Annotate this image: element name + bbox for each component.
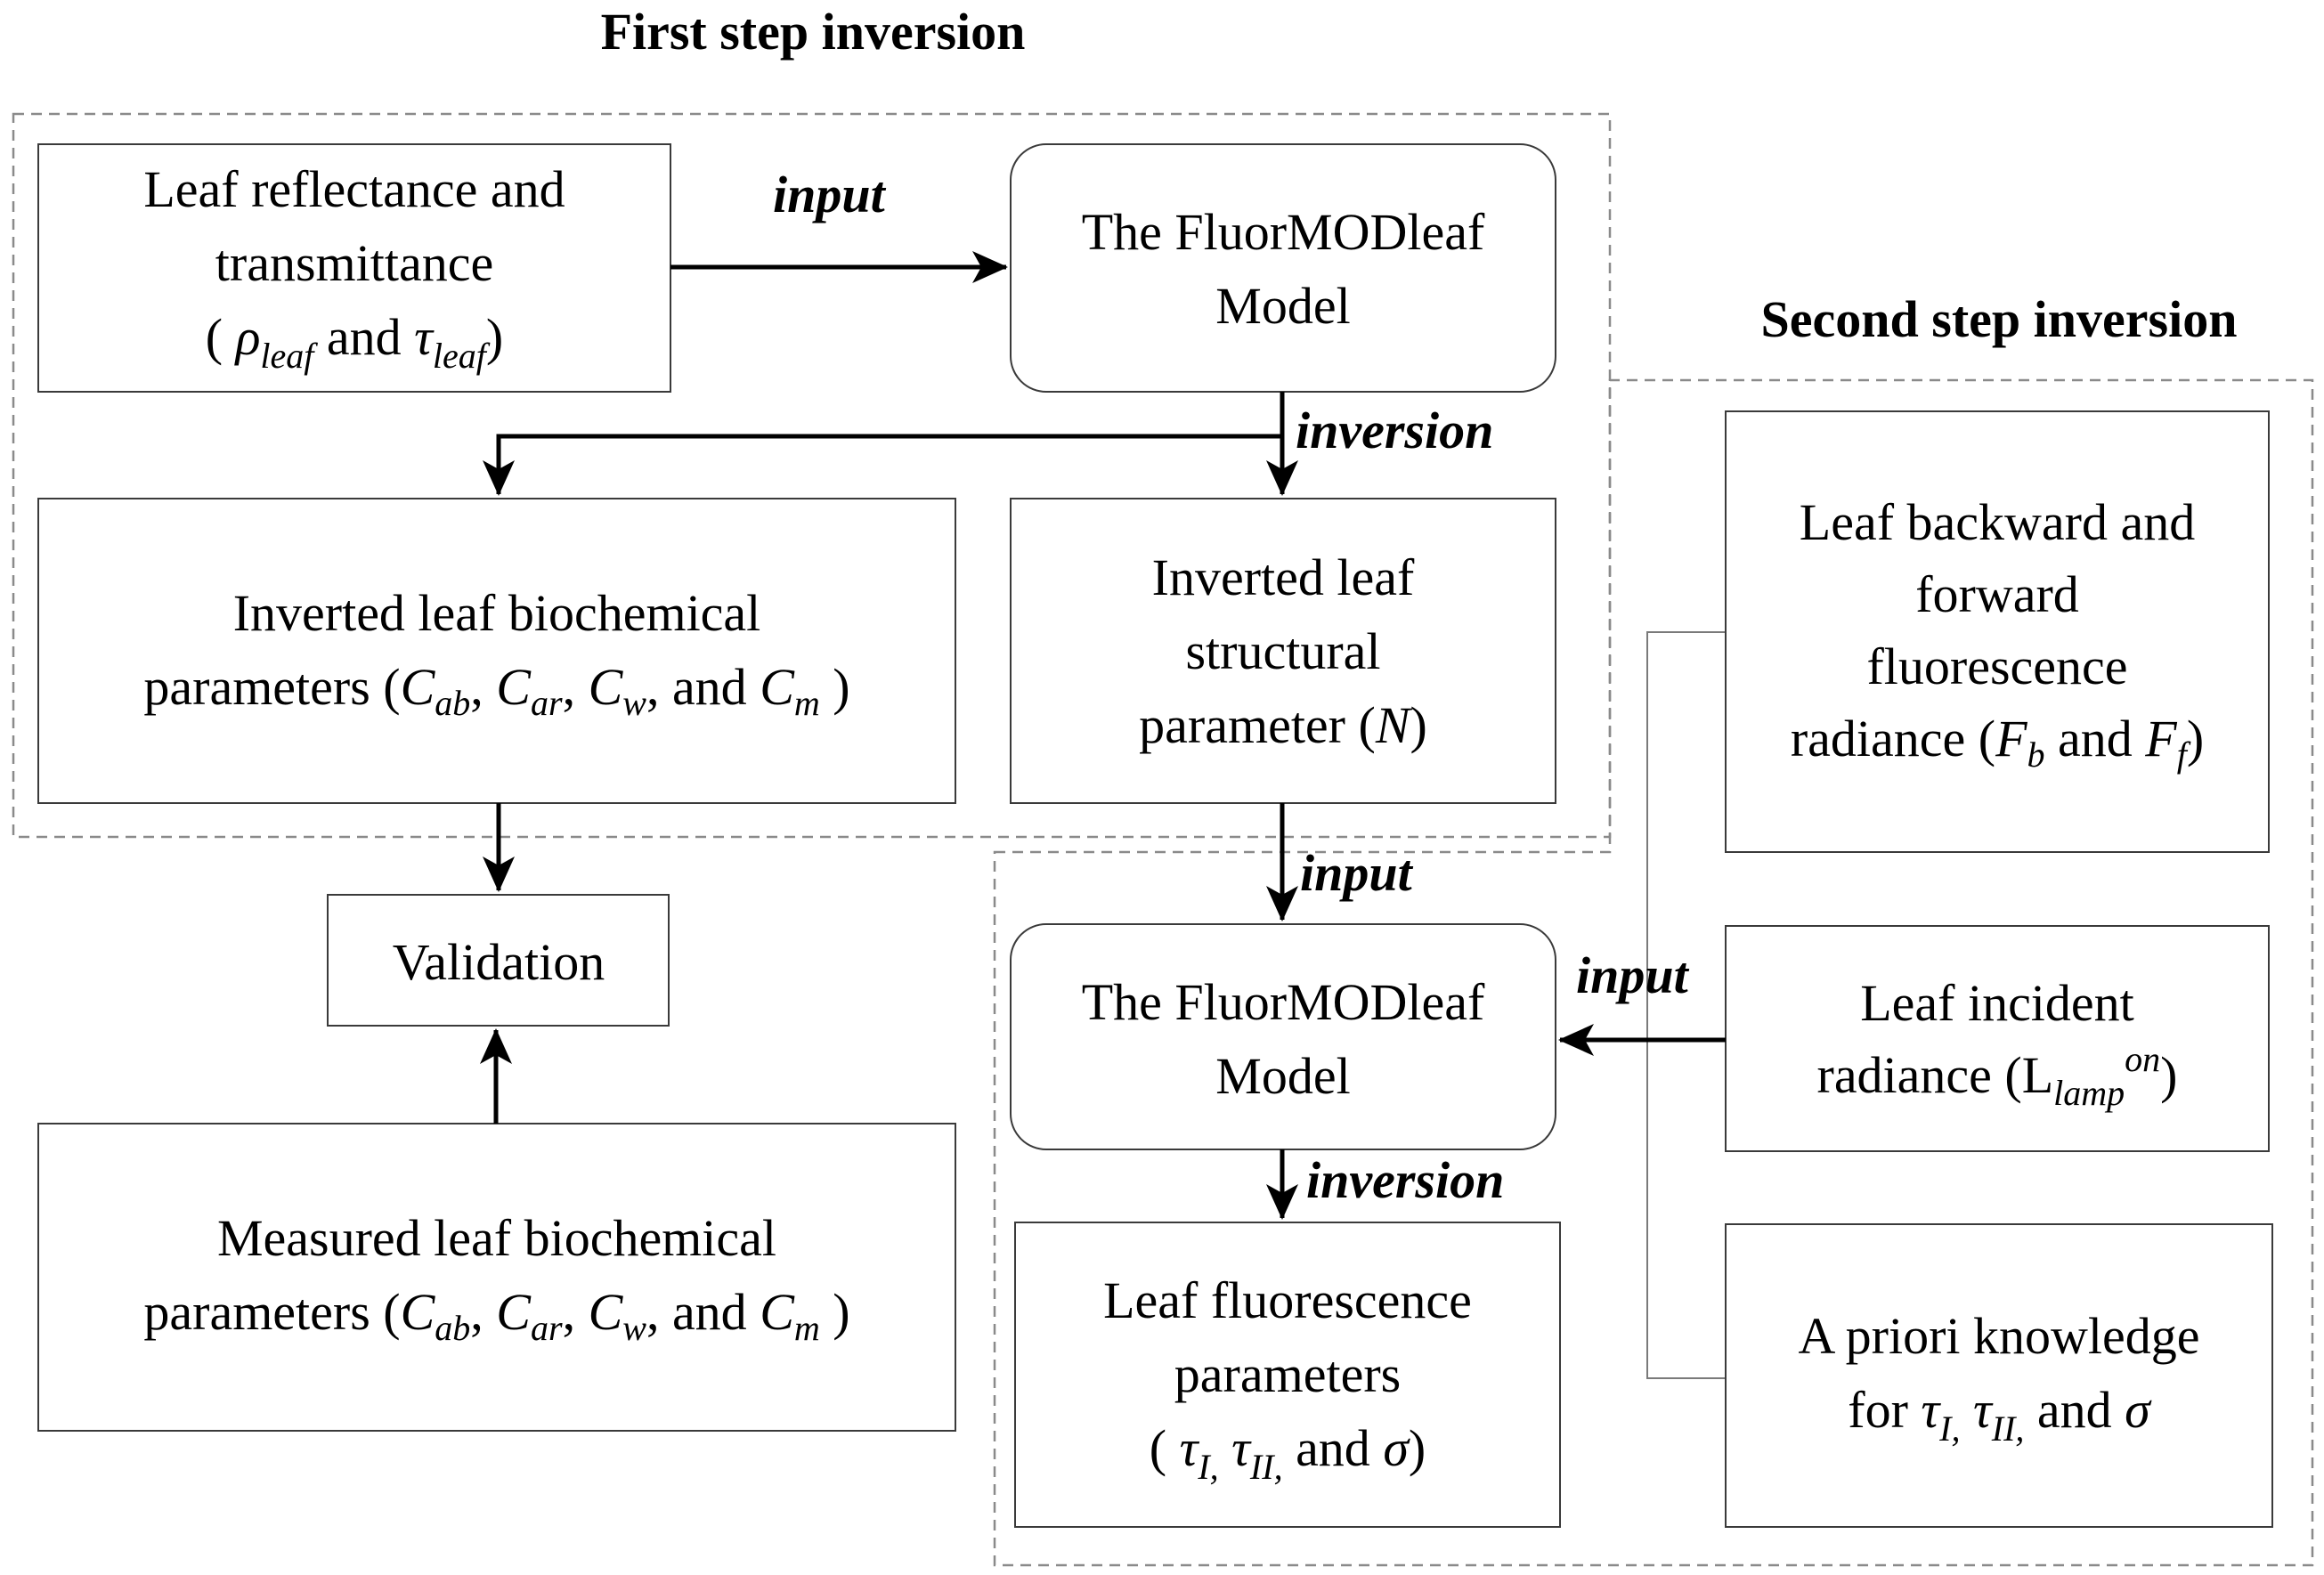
biochem-inverted-line1: Inverted leaf biochemical bbox=[233, 584, 761, 642]
model-bottom-line1: The FluorMODleaf bbox=[1082, 973, 1485, 1031]
incident-box bbox=[1725, 925, 2270, 1152]
validation-text: Validation bbox=[393, 933, 605, 991]
structural-line2: structural bbox=[1185, 622, 1380, 680]
fluor-params-line2: parameters bbox=[1174, 1345, 1401, 1403]
fluor-radiance-box bbox=[1725, 410, 2270, 853]
model-bottom-line2: Model bbox=[1215, 1047, 1350, 1105]
structural-line1: Inverted leaf bbox=[1152, 548, 1415, 606]
fluor-params-line1: Leaf fluorescence bbox=[1103, 1271, 1472, 1329]
structural-box bbox=[1010, 498, 1556, 804]
reflectance-and: and bbox=[327, 308, 402, 366]
tau-symbol: τ bbox=[414, 308, 435, 366]
fluor-radiance-line4: radiance (Fb and Ff) bbox=[1791, 710, 2204, 775]
structural-line3: parameter (N) bbox=[1139, 696, 1427, 754]
label-inversion-bottom: inversion bbox=[1306, 1151, 1504, 1209]
rho-symbol: ρ bbox=[234, 308, 261, 366]
biochem-measured-box bbox=[37, 1123, 956, 1432]
first-step-frame bbox=[12, 112, 1612, 839]
biochem-measured-line2: parameters (Cab, Car, Cw, and Cm ) bbox=[143, 1283, 849, 1348]
reflectance-line1: Leaf reflectance and bbox=[143, 160, 565, 218]
biochem-inverted-box bbox=[37, 498, 956, 804]
arrow-model-to-biochem bbox=[483, 434, 1282, 496]
fluor-params-line3: ( τI, τII, and σ) bbox=[1150, 1419, 1426, 1487]
reflectance-line3: ( ρleaf and τleaf) bbox=[206, 308, 503, 376]
second-step-title: Second step inversion bbox=[1761, 290, 2238, 348]
model-bottom-box bbox=[1010, 923, 1556, 1150]
label-input-middle: input bbox=[1300, 844, 1414, 902]
priori-line2: for τI, τII, and σ bbox=[1848, 1381, 2152, 1449]
label-inversion-top: inversion bbox=[1296, 402, 1493, 459]
fluor-params-box bbox=[1014, 1222, 1561, 1528]
label-input-top: input bbox=[773, 166, 887, 223]
incident-line2: radiance (Llampon) bbox=[1817, 1039, 2178, 1113]
priori-line1: A priori knowledge bbox=[1798, 1307, 2199, 1365]
incident-line1: Leaf incident bbox=[1860, 974, 2134, 1032]
label-input-side: input bbox=[1576, 946, 1690, 1004]
rho-subscript: leaf bbox=[260, 336, 318, 376]
model-top-line2: Model bbox=[1215, 277, 1350, 335]
biochem-inverted-line2: parameters (Cab, Car, Cw, and Cm ) bbox=[143, 658, 849, 723]
right-bracket-line bbox=[1646, 631, 1726, 1379]
reflectance-line2: transmittance bbox=[215, 234, 493, 292]
first-step-title: First step inversion bbox=[601, 3, 1026, 61]
biochem-measured-line1: Measured leaf biochemical bbox=[217, 1209, 776, 1267]
validation-box bbox=[327, 894, 670, 1027]
fluor-radiance-line3: fluorescence bbox=[1866, 637, 2127, 695]
fluor-radiance-line1: Leaf backward and bbox=[1800, 493, 2195, 551]
second-step-frame bbox=[993, 378, 2314, 1567]
priori-box bbox=[1725, 1223, 2273, 1528]
model-top-box bbox=[1010, 143, 1556, 393]
model-top-line1: The FluorMODleaf bbox=[1082, 203, 1485, 261]
tau-subscript: leaf bbox=[433, 336, 491, 376]
fluor-radiance-line2: forward bbox=[1915, 565, 2079, 623]
